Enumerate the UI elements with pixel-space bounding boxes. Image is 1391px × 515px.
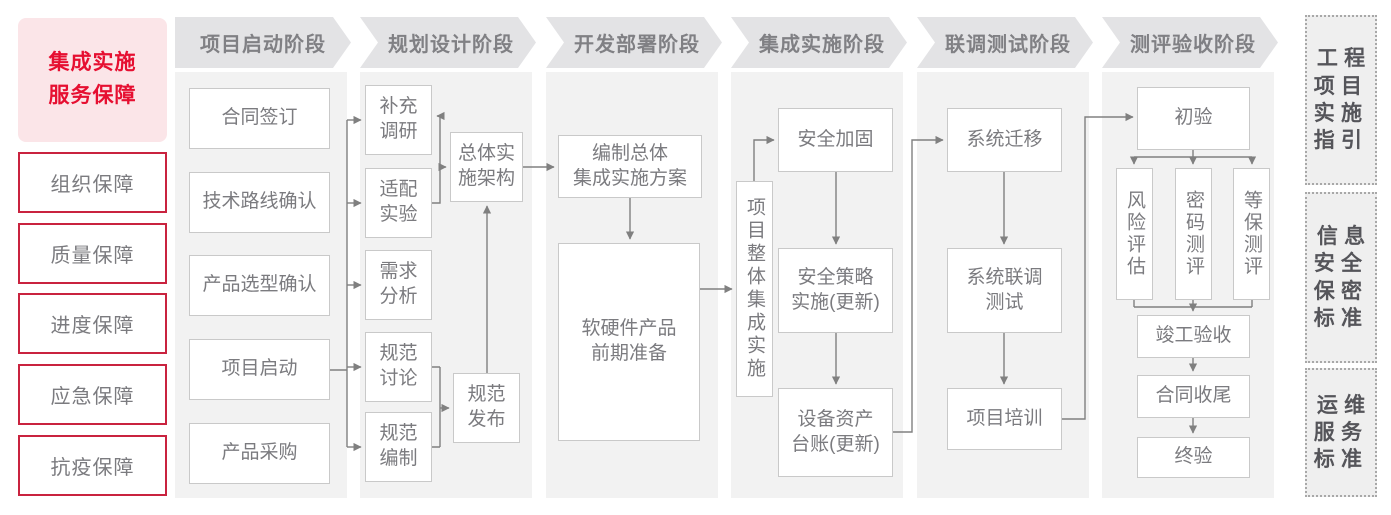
- box-project-kickoff: 项目启动: [189, 339, 330, 400]
- phase-header-testing: 联调测试阶段: [917, 17, 1093, 68]
- box-spec-drafting: 规范 编制: [365, 412, 432, 482]
- box-risk-assessment: 风险评估: [1116, 168, 1153, 300]
- box-spec-release: 规范 发布: [453, 373, 520, 443]
- box-final-acceptance: 终验: [1137, 437, 1250, 478]
- phase-header-development: 开发部署阶段: [546, 17, 722, 68]
- sidebar-item-emergency: 应急保障: [18, 364, 167, 425]
- box-contract-signing: 合同签订: [189, 88, 330, 149]
- box-product-selection-confirm: 产品选型确认: [189, 255, 330, 316]
- phase-header-planning: 规划设计阶段: [360, 17, 536, 68]
- box-hw-sw-preparation: 软硬件产品 前期准备: [558, 243, 700, 441]
- sidebar-item-epidemic: 抗疫保障: [18, 435, 167, 496]
- box-project-training: 项目培训: [947, 388, 1062, 450]
- box-tech-route-confirm: 技术路线确认: [189, 172, 330, 233]
- sidebar-item-organization: 组织保障: [18, 152, 167, 213]
- box-contract-closeout: 合同收尾: [1137, 375, 1250, 418]
- box-adaptation-experiment: 适配 实验: [365, 168, 432, 238]
- box-initial-acceptance: 初验: [1137, 87, 1250, 150]
- sidebar-item-quality: 质量保障: [18, 223, 167, 284]
- standard-infosec-confidentiality: 信息 安全 保密 标准: [1305, 192, 1377, 363]
- box-system-migration: 系统迁移: [947, 108, 1062, 172]
- sidebar-item-schedule: 进度保障: [18, 293, 167, 354]
- box-overall-integration-implementation: 项目整体集成实施: [736, 181, 773, 397]
- phase-header-acceptance: 测评验收阶段: [1102, 17, 1278, 68]
- standard-ops-service: 运维 服务 标准: [1305, 368, 1377, 497]
- sidebar-title: 集成实施 服务保障: [18, 18, 167, 142]
- standard-project-implementation-guide: 工程 项目 实施 指引: [1305, 15, 1377, 185]
- box-supplementary-research: 补充 调研: [365, 85, 432, 155]
- box-spec-discussion: 规范 讨论: [365, 332, 432, 402]
- box-mlps-evaluation: 等保测评: [1233, 168, 1270, 300]
- phase-header-integration: 集成实施阶段: [731, 17, 907, 68]
- box-product-procurement: 产品采购: [189, 423, 330, 484]
- box-overall-architecture: 总体实 施架构: [450, 132, 523, 202]
- box-completion-acceptance: 竣工验收: [1137, 315, 1250, 358]
- box-joint-debugging-test: 系统联调 测试: [947, 248, 1062, 333]
- box-security-policy-update: 安全策略 实施(更新): [778, 248, 893, 333]
- phase-header-startup: 项目启动阶段: [175, 17, 351, 68]
- box-requirement-analysis: 需求 分析: [365, 250, 432, 320]
- box-overall-integration-plan: 编制总体 集成实施方案: [558, 135, 702, 198]
- box-asset-ledger-update: 设备资产 台账(更新): [778, 388, 893, 477]
- box-security-hardening: 安全加固: [778, 108, 893, 172]
- box-crypto-evaluation: 密码测评: [1175, 168, 1212, 300]
